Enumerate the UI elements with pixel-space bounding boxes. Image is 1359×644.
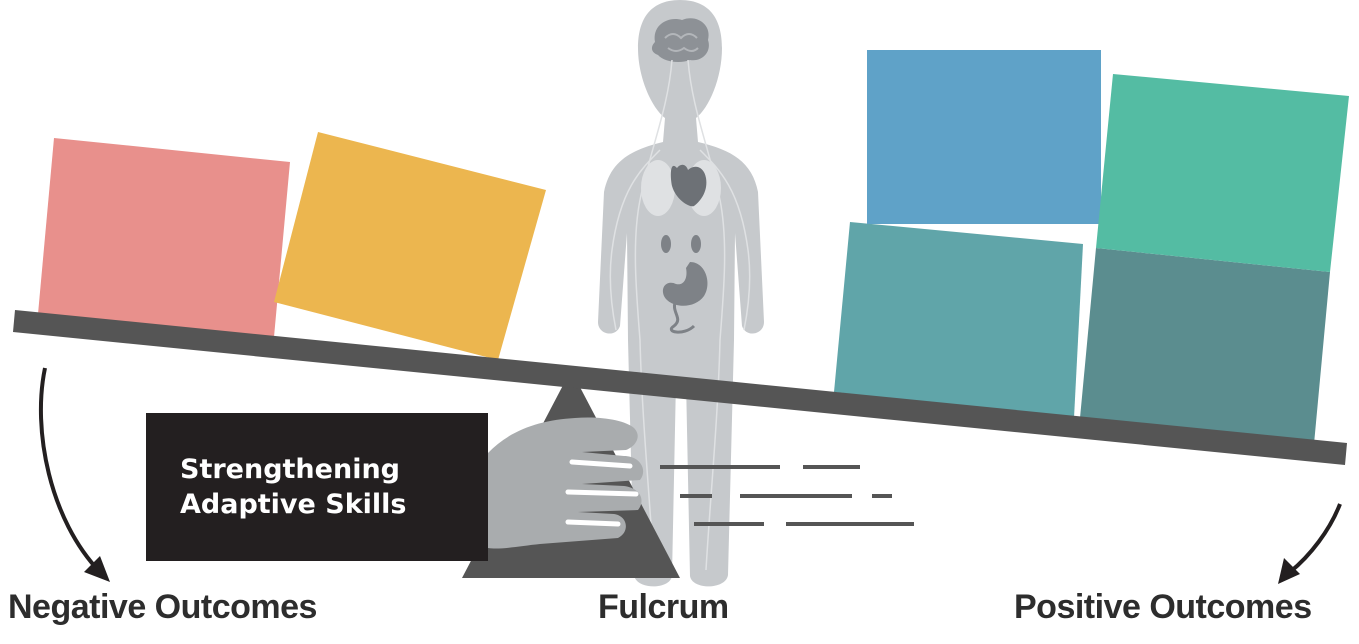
left-kidney-icon bbox=[661, 235, 671, 253]
stomach-icon bbox=[662, 262, 708, 306]
fulcrum-label: Fulcrum bbox=[598, 588, 729, 626]
negative-block-pink bbox=[38, 138, 290, 337]
positive-block-teal bbox=[834, 222, 1083, 418]
positive-block-green bbox=[1096, 74, 1349, 272]
adaptive-skills-line-2: Adaptive Skills bbox=[180, 489, 407, 520]
positive-outcomes-label: Positive Outcomes bbox=[1014, 588, 1312, 626]
positive-outcome-arrow bbox=[1278, 503, 1342, 584]
negative-block-yellow bbox=[274, 132, 546, 360]
brain-icon bbox=[651, 18, 709, 63]
hand-icon bbox=[488, 417, 644, 549]
child-body-figure bbox=[598, 0, 764, 587]
negative-outcome-arrow bbox=[38, 367, 110, 582]
adaptive-skills-box bbox=[146, 413, 488, 561]
positive-block-dark-teal bbox=[1080, 248, 1330, 444]
adaptive-skills-line-1: Strengthening bbox=[180, 454, 400, 485]
seesaw-plank bbox=[13, 310, 1347, 465]
motion-lines bbox=[660, 465, 914, 526]
intestine-icon bbox=[670, 299, 696, 334]
heart-icon bbox=[670, 164, 707, 207]
left-lung-icon bbox=[641, 160, 675, 216]
adaptive-skills-text: Strengthening Adaptive Skills bbox=[180, 452, 406, 522]
right-kidney-icon bbox=[691, 235, 701, 253]
negative-outcomes-label: Negative Outcomes bbox=[8, 588, 317, 626]
positive-block-blue bbox=[867, 50, 1101, 224]
